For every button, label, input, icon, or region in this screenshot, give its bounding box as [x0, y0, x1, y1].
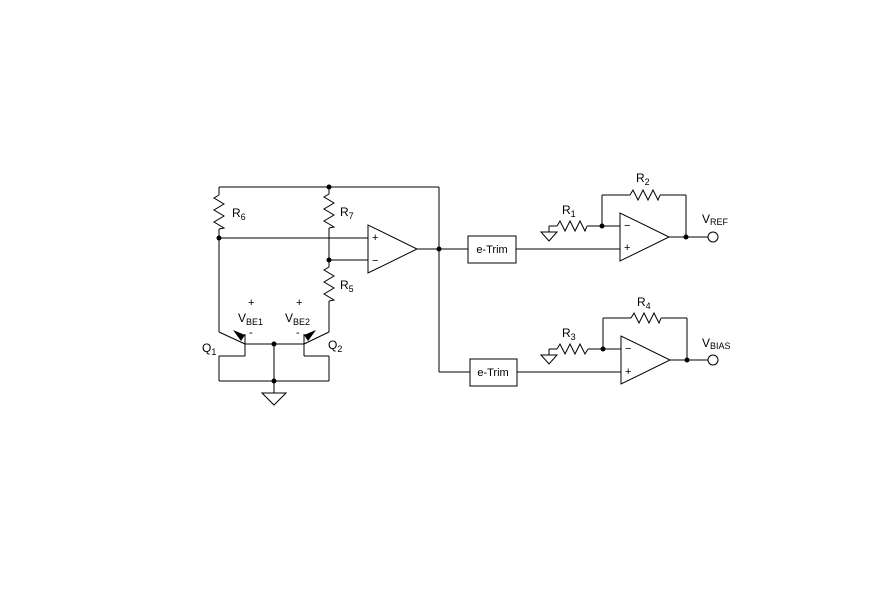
q2-label: Q2 — [328, 338, 342, 354]
etrim-bottom-label: e-Trim — [477, 367, 508, 379]
r6-label: R6 — [232, 206, 246, 222]
vref-opamp-plus: + — [624, 242, 630, 254]
vbe2-plus: + — [296, 297, 302, 309]
q1-transistor — [218, 330, 246, 356]
r3-resistor — [556, 342, 589, 356]
r1-label: R1 — [562, 203, 576, 219]
r1-resistor — [556, 219, 588, 233]
r6-resistor — [213, 194, 226, 230]
vbias-terminal — [707, 354, 719, 366]
q1-label: Q1 — [202, 341, 216, 357]
vref-terminal — [707, 231, 719, 243]
r3-label: R3 — [562, 326, 576, 342]
vbias-opamp-minus: − — [625, 343, 631, 355]
r5-resistor — [323, 266, 336, 302]
vref-label: VREF — [702, 212, 729, 227]
vbe1-label: VBE1 — [238, 311, 263, 327]
core-opamp-plus: + — [372, 232, 378, 244]
vref-opamp — [619, 212, 671, 262]
r2-resistor — [629, 188, 661, 202]
vbe1-minus: - — [249, 327, 253, 339]
core-wiring — [218, 186, 470, 406]
vref-stage-wiring — [516, 194, 708, 250]
r5-label: R5 — [340, 278, 354, 294]
core-opamp-minus: − — [372, 255, 378, 267]
vbias-opamp-plus: + — [625, 366, 631, 378]
r4-resistor — [630, 311, 662, 325]
etrim-top-label: e-Trim — [476, 244, 507, 256]
vbias-stage-wiring — [517, 317, 708, 373]
junction-dots — [216, 184, 690, 384]
r2-label: R2 — [636, 171, 650, 187]
vbe2-label: VBE2 — [285, 311, 310, 327]
vbe2-minus: - — [296, 327, 300, 339]
core-opamp — [367, 224, 419, 274]
vbe1-plus: + — [248, 297, 254, 309]
vbias-opamp — [620, 335, 672, 385]
vbias-label: VBIAS — [702, 336, 731, 351]
vref-opamp-minus: − — [624, 220, 630, 232]
r7-label: R7 — [340, 205, 354, 221]
q2-transistor — [303, 330, 330, 356]
r7-resistor — [323, 193, 336, 229]
r4-label: R4 — [637, 295, 651, 311]
